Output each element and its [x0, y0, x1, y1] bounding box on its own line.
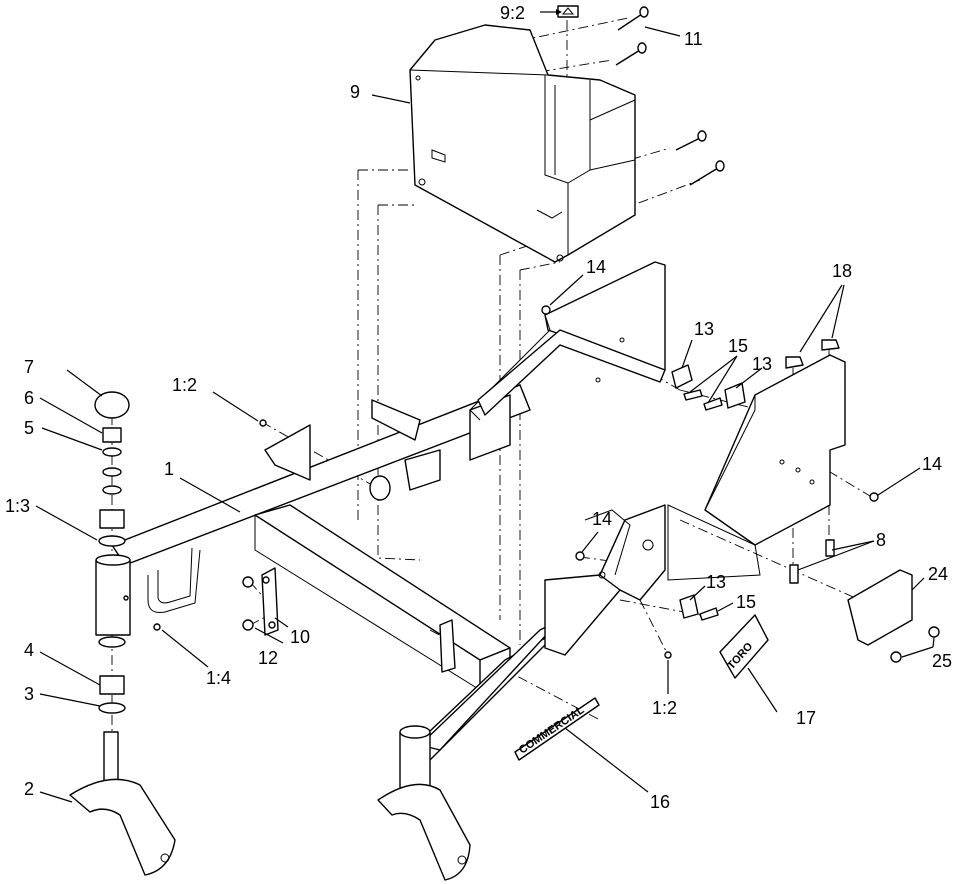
callout-1-4: 1:4 — [206, 668, 231, 688]
race-lower — [98, 636, 126, 648]
bolts-25 — [890, 626, 940, 663]
callout-15-lower: 15 — [736, 592, 756, 612]
callout-4: 4 — [24, 640, 34, 660]
callout-9: 9 — [350, 82, 360, 102]
callout-8: 8 — [876, 530, 886, 550]
main-frame — [95, 384, 561, 761]
washer-b — [102, 467, 122, 477]
callout-14-right: 14 — [922, 454, 942, 474]
control-console-housing — [409, 24, 636, 263]
callout-1: 1 — [164, 459, 174, 479]
callout-14-lower: 14 — [592, 509, 612, 529]
callout-9-2: 9:2 — [500, 3, 525, 23]
screw-1-2-upper — [259, 419, 267, 427]
callout-11: 11 — [684, 29, 703, 49]
studs-8 — [789, 539, 835, 584]
grease-fitting-1-4 — [153, 623, 161, 631]
dust-cap — [94, 391, 130, 419]
callout-1-2-upper: 1:2 — [172, 375, 197, 395]
callout-13-lower: 13 — [706, 572, 726, 592]
washer-c — [102, 485, 122, 495]
lower-housing-block — [544, 504, 666, 656]
side-plate-right — [667, 354, 846, 581]
callout-7: 7 — [24, 357, 34, 377]
callout-12: 12 — [258, 648, 278, 668]
callout-25: 25 — [932, 651, 952, 671]
callout-16: 16 — [650, 792, 670, 812]
callout-13-upper-right: 13 — [752, 354, 772, 374]
race-upper — [98, 535, 126, 547]
callout-14-upper: 14 — [586, 257, 606, 277]
nuts-12 — [242, 576, 254, 631]
commercial-decal-text: COMMERCIAL — [517, 704, 587, 756]
commercial-decal: COMMERCIAL — [514, 697, 600, 761]
bearing-upper — [99, 509, 125, 529]
callout-2: 2 — [24, 779, 34, 799]
callout-5: 5 — [24, 418, 34, 438]
callout-15-upper: 15 — [728, 336, 748, 356]
washer-a — [102, 447, 122, 457]
caster-fork-left — [69, 731, 176, 876]
upper-mount-bracket — [469, 261, 666, 421]
nuts-18 — [785, 339, 840, 369]
screws-15 — [683, 389, 723, 621]
callout-6: 6 — [24, 388, 34, 408]
callout-10: 10 — [290, 627, 310, 647]
callout-labels: 9:2 11 9 14 18 13 15 13 14 14 8 13 15 24… — [5, 3, 952, 812]
hex-nut — [102, 427, 122, 443]
leader-lines — [35, 9, 935, 803]
screw-1-2-lower — [664, 651, 672, 659]
callout-1-3: 1:3 — [5, 496, 30, 516]
callout-13-upper-left: 13 — [694, 319, 714, 339]
caster-fork-right — [377, 725, 471, 881]
callout-1-2-lower: 1:2 — [652, 698, 677, 718]
callout-24: 24 — [928, 564, 948, 584]
seal — [98, 702, 126, 714]
callout-3: 3 — [24, 684, 34, 704]
cover-24 — [847, 569, 913, 646]
callout-18: 18 — [832, 261, 852, 281]
callout-17: 17 — [796, 708, 816, 728]
toro-decal: TORO — [719, 614, 769, 679]
bearing-lower — [99, 675, 125, 695]
nuts-14 — [541, 305, 879, 561]
bolts-11 — [615, 6, 725, 186]
pivot-stack — [94, 391, 130, 714]
